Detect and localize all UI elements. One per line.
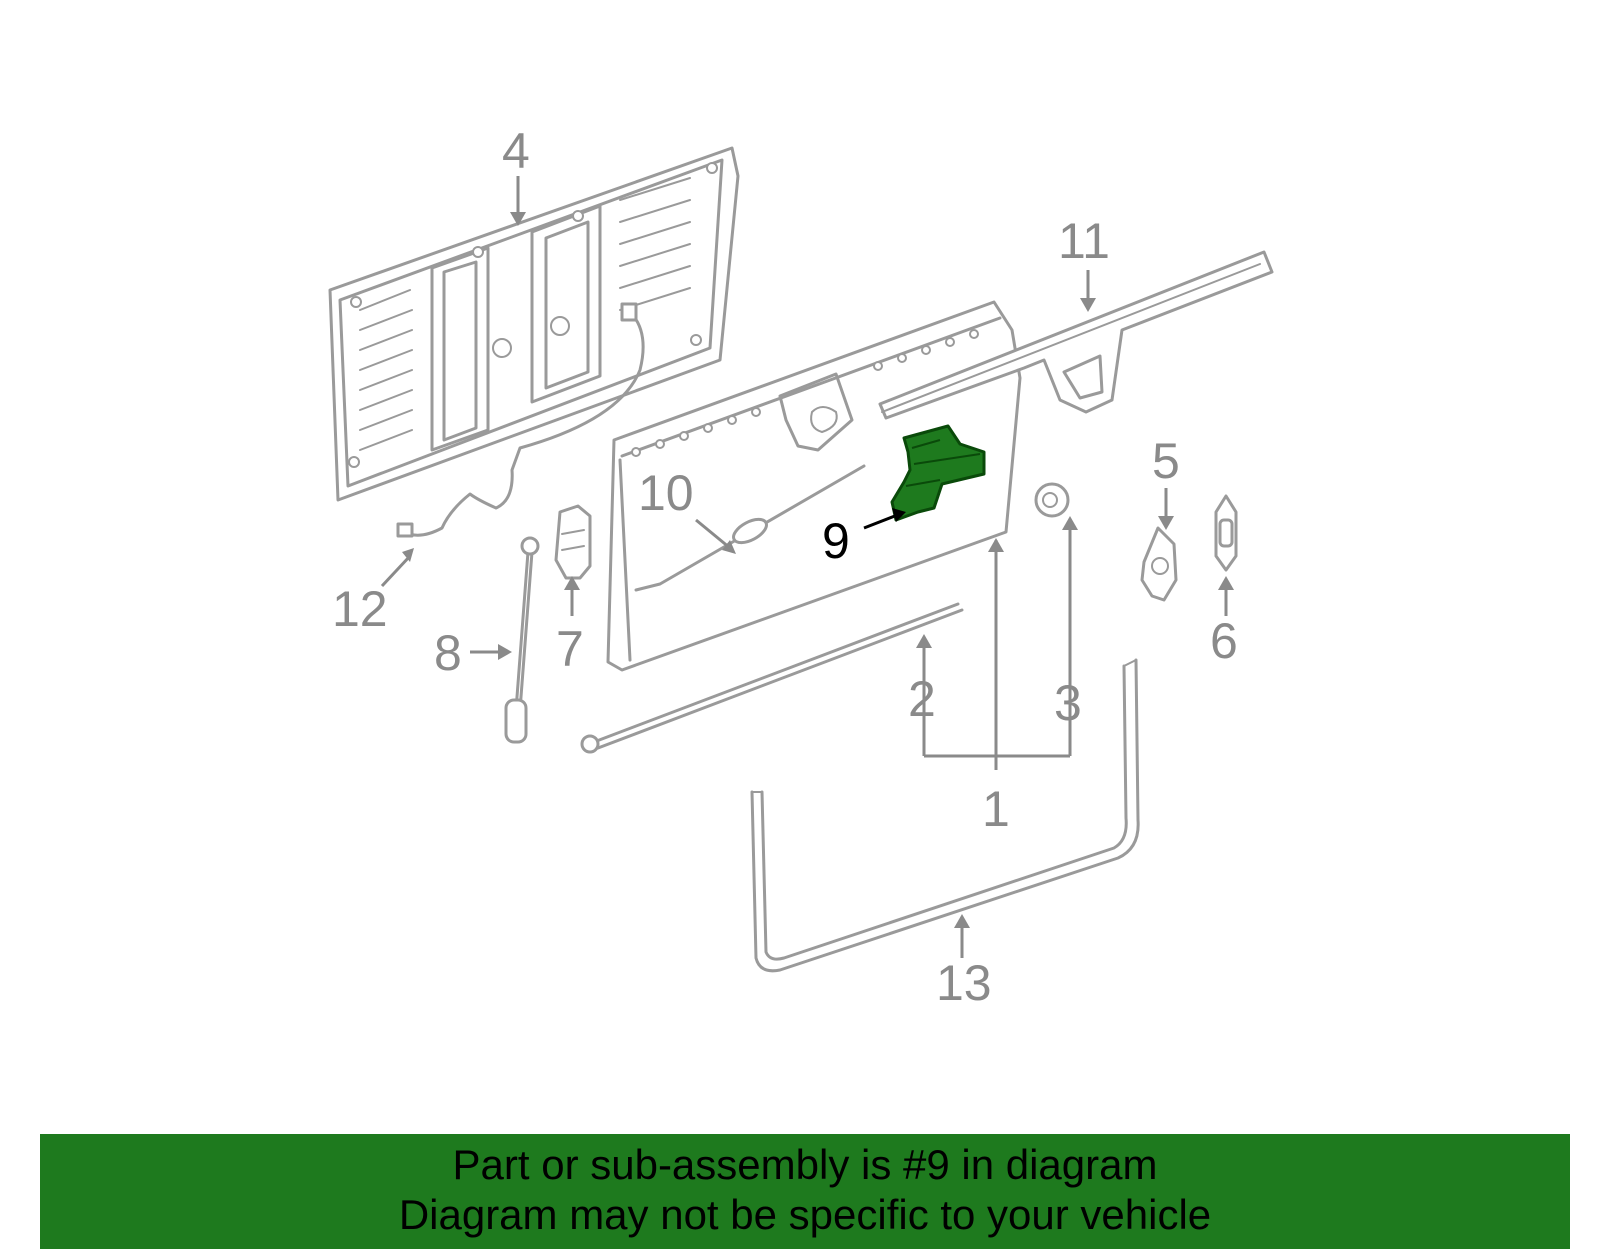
callout-6: 6: [1210, 613, 1238, 669]
part-6-striker-plate[interactable]: [1214, 494, 1238, 572]
callout-11: 11: [1058, 213, 1110, 269]
callout-1: 1: [982, 781, 1010, 837]
callout-7: 7: [556, 621, 584, 677]
banner-disclaimer: Diagram may not be specific to your vehi…: [398, 1191, 1212, 1238]
part-2-rod[interactable]: [580, 602, 964, 754]
callout-5: 5: [1152, 433, 1180, 489]
info-banner: Part or sub-assembly is #9 in diagram Di…: [40, 1134, 1570, 1249]
callout-8: 8: [434, 625, 462, 681]
part-11-top-cap[interactable]: [878, 250, 1274, 420]
callout-12: 12: [332, 581, 388, 637]
part-7-hinge[interactable]: [554, 504, 592, 580]
part-4-inner-panel[interactable]: [328, 146, 740, 502]
callout-3: 3: [1054, 675, 1082, 731]
part-8-cable[interactable]: [504, 536, 540, 744]
banner-part-note: Part or sub-assembly is #9 in diagram: [452, 1141, 1158, 1188]
part-12-wire-harness[interactable]: [396, 302, 645, 538]
part-3-bushing[interactable]: [1034, 482, 1070, 518]
part-13-seal[interactable]: [750, 658, 1140, 973]
callout-4: 4: [502, 123, 530, 179]
part-9-latch-highlighted[interactable]: [890, 424, 986, 522]
callout-9: 9: [822, 513, 850, 569]
latch-body: [890, 424, 986, 522]
callout-2: 2: [908, 671, 936, 727]
callout-10: 10: [638, 465, 694, 521]
callout-13: 13: [936, 955, 992, 1011]
part-5-striker[interactable]: [1140, 526, 1178, 602]
tailgate-exploded-diagram: 4 11 10 9 5 12 7 8 6 2 3 1 13: [328, 123, 1274, 1011]
